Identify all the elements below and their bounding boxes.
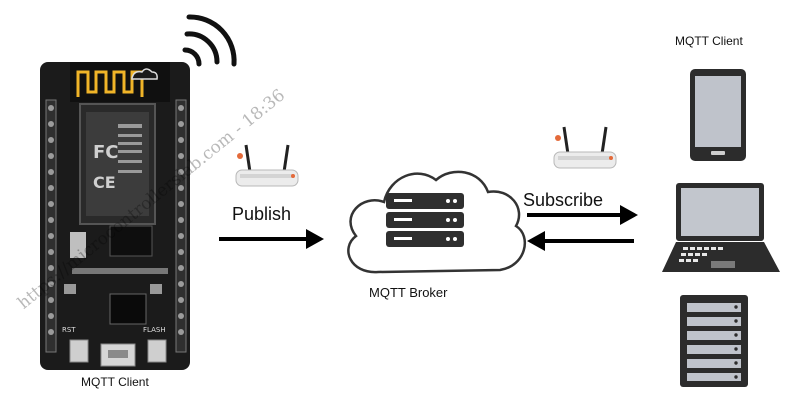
router-icon-left [235,144,299,187]
wifi-signal-icon [182,14,237,67]
router-icon-right [553,126,617,169]
ce-logo: CE [93,173,116,192]
subscribe-label: Subscribe [523,190,604,210]
subscribe-arrow-outgoing [527,205,638,225]
mqtt-client-label-left: MQTT Client [81,375,149,389]
server-icon [386,193,464,247]
fc-logo: FC [93,142,119,163]
nodemcu-board-icon: FC CE [40,62,190,370]
laptop-icon [662,183,780,272]
publish-label: Publish [232,204,292,224]
publish-arrow [219,229,324,249]
tablet-icon [690,69,746,161]
server-tower-icon [680,295,748,387]
flash-label: FLASH [143,326,166,334]
mqtt-broker-label: MQTT Broker [369,285,448,300]
rst-label: RST [62,326,76,334]
mqtt-client-label-right: MQTT Client [675,34,743,48]
subscribe-arrow-incoming [527,231,634,251]
